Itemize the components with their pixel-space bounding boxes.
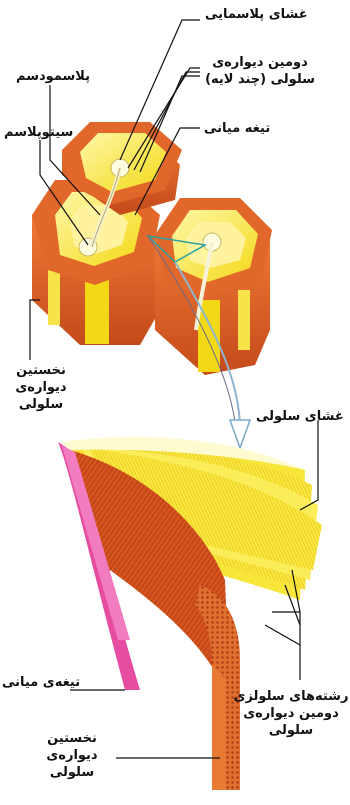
label-primary-wall-top: نخستین دیواره‌ی سلولی [2,362,80,413]
label-primary-wall-bottom: نخستین دیواره‌ی سلولی [30,730,114,781]
right-cell [155,198,272,375]
label-cytoplasm: سیتوپلاسم [4,124,73,141]
label-cellulose-fibers: رشته‌های سلولزی دومین دیواره‌ی سلولی [232,688,350,739]
label-cell-membrane: غشای سلولی [256,408,344,425]
label-middle-lamella-bottom: تیغه‌ی میانی [2,674,80,691]
label-middle-lamella-top: تیغه میانی [204,120,270,137]
label-secondary-wall: دومین دیواره‌ی سلولی (چند لایه) [200,54,320,88]
zoom-arrow [230,420,250,448]
label-plasmodesma: پلاسمودسم [16,68,90,85]
label-plasma-membrane: غشای پلاسمایی [205,6,308,23]
